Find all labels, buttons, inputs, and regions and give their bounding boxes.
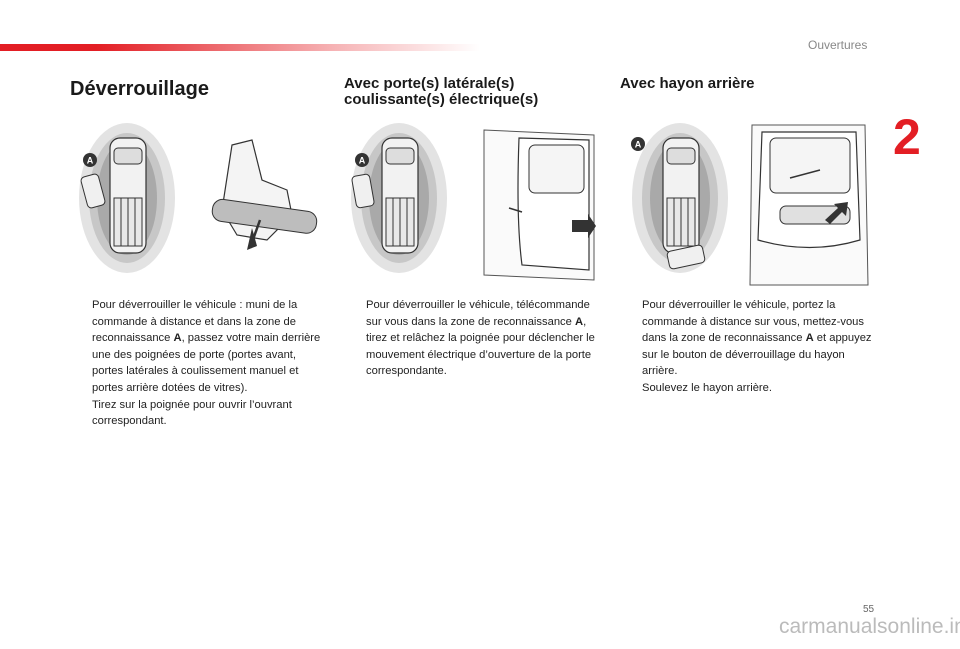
- chapter-number: 2: [893, 109, 921, 165]
- column-title: Avec porte(s) latérale(s) coulissante(s)…: [344, 75, 539, 108]
- list-item: Tirez sur la poignée pour ouvrir l’ouvra…: [92, 398, 292, 428]
- instructions-sliding-door: Pour déverrouiller le véhicule, télécomm…: [346, 297, 596, 380]
- marker-a: A: [87, 156, 94, 166]
- watermark: carmanualsonline.info: [779, 615, 960, 638]
- page-number: 55: [863, 604, 875, 615]
- marker-a: A: [635, 140, 642, 150]
- list-item: Pour déverrouiller le véhicule, télécomm…: [366, 299, 595, 378]
- instructions-tailgate: Pour déverrouiller le véhicule, portez l…: [622, 297, 872, 397]
- instructions-unlocking: Pour déverrouiller le véhicule : muni de…: [72, 297, 322, 430]
- marker-a: A: [359, 156, 366, 166]
- list-item: Pour déverrouiller le véhicule, portez l…: [642, 299, 872, 378]
- column-sliding-door: Avec porte(s) latérale(s) coulissante(s)…: [344, 76, 599, 108]
- column-tailgate: Avec hayon arrière: [620, 76, 875, 92]
- figure-tailgate: A: [631, 123, 869, 286]
- column-title: Déverrouillage: [70, 78, 209, 100]
- list-item: Soulevez le hayon arrière.: [642, 381, 772, 394]
- section-name: Ouvertures: [808, 38, 868, 52]
- column-title: Avec hayon arrière: [620, 75, 755, 92]
- header-accent-bar: [0, 44, 480, 51]
- figure-sliding-door: A: [351, 123, 596, 281]
- list-item: Pour déverrouiller le véhicule : muni de…: [92, 299, 321, 394]
- column-unlocking: Déverrouillage: [70, 76, 325, 101]
- figure-unlocking-hand: A: [79, 123, 318, 273]
